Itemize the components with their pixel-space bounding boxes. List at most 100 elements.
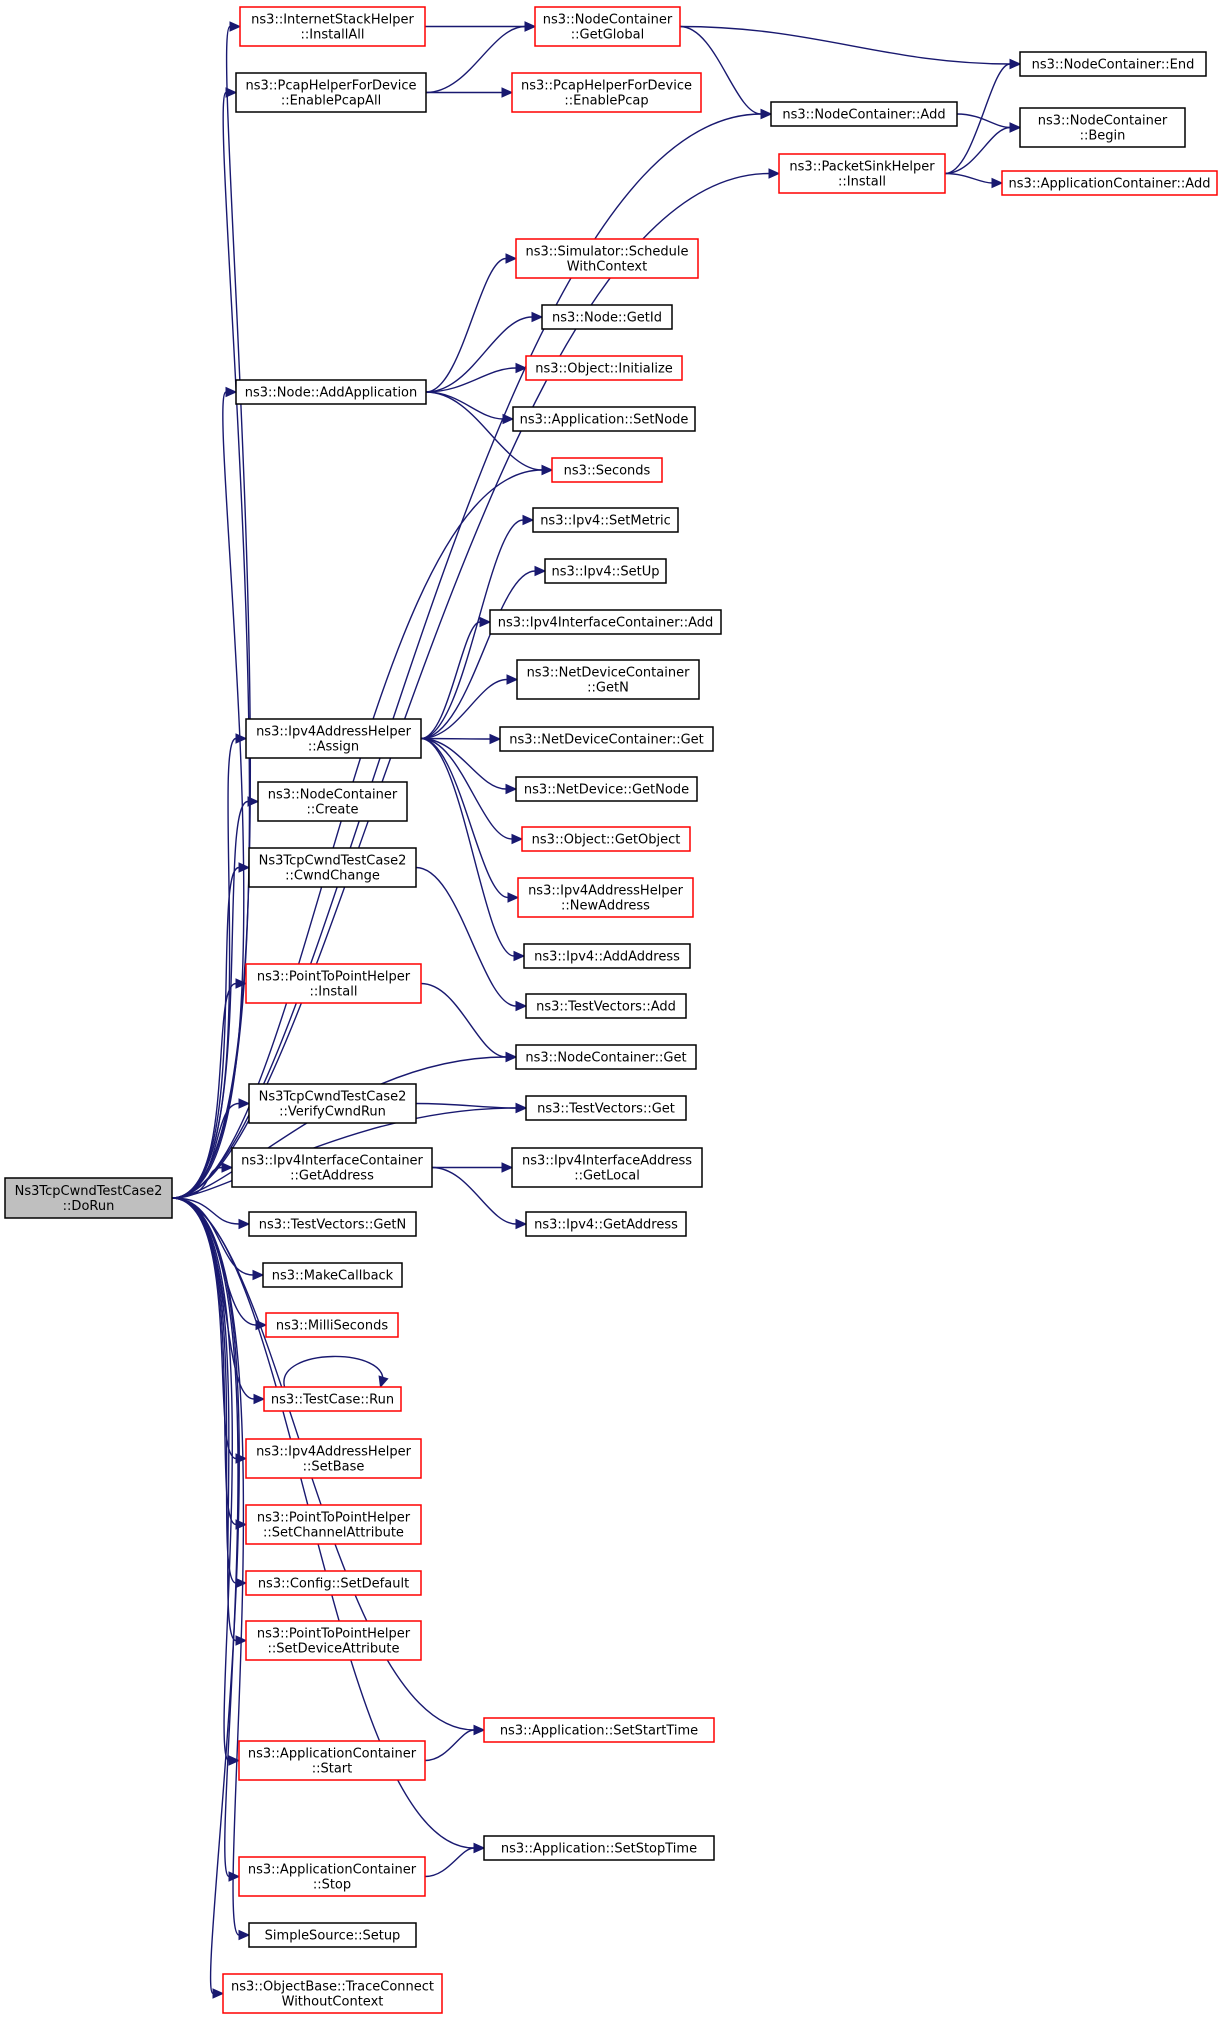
node-label: ns3::Seconds xyxy=(564,464,651,479)
node-psh-install[interactable]: ns3::PacketSinkHelper::Install xyxy=(778,153,946,194)
node-box xyxy=(239,6,426,47)
edge-ipv4ah-assign-to-ipv4-setup xyxy=(420,565,547,740)
node-ipv4ic-getaddr[interactable]: ns3::Ipv4InterfaceContainer::GetAddress xyxy=(231,1147,433,1188)
edge-line xyxy=(425,316,533,393)
node-app-setnode[interactable]: ns3::Application::SetNode xyxy=(512,406,696,432)
node-testcase-run[interactable]: ns3::TestCase::Run xyxy=(263,1386,402,1412)
node-p2p-install[interactable]: ns3::PointToPointHelper::Install xyxy=(245,963,422,1004)
node-label: ns3::Ipv4InterfaceAddress xyxy=(522,1154,692,1169)
edge-line xyxy=(171,1197,233,1762)
node-box xyxy=(1019,107,1186,148)
node-label: ns3::ObjectBase::TraceConnect xyxy=(231,1980,434,1995)
node-appc-stop[interactable]: ns3::ApplicationContainer::Stop xyxy=(238,1856,426,1897)
node-tv-getn[interactable]: ns3::TestVectors::GetN xyxy=(248,1211,417,1237)
node-config-setdefault[interactable]: ns3::Config::SetDefault xyxy=(245,1570,422,1596)
node-nc-begin[interactable]: ns3::NodeContainer::Begin xyxy=(1019,107,1186,148)
node-ipv4ia-getlocal[interactable]: ns3::Ipv4InterfaceAddress::GetLocal xyxy=(511,1147,703,1188)
edge-line xyxy=(420,678,508,740)
node-tv-get[interactable]: ns3::TestVectors::Get xyxy=(525,1095,687,1121)
node-nc-create[interactable]: ns3::NodeContainer::Create xyxy=(257,781,408,822)
node-nc-end[interactable]: ns3::NodeContainer::End xyxy=(1019,51,1207,77)
node-appc-add[interactable]: ns3::ApplicationContainer::Add xyxy=(1001,170,1218,196)
node-ish-installall[interactable]: ns3::InternetStackHelper::InstallAll xyxy=(239,6,426,47)
edge-line xyxy=(171,391,245,1199)
node-trace-connect[interactable]: ns3::ObjectBase::TraceConnectWithoutCont… xyxy=(222,1973,443,2014)
node-obj-getobject[interactable]: ns3::Object::GetObject xyxy=(521,826,691,852)
node-label: ns3::InternetStackHelper xyxy=(251,13,414,28)
node-box xyxy=(489,609,722,635)
edge-pcap-all-to-nc-getglobal xyxy=(425,21,537,94)
node-p2p-setdev[interactable]: ns3::PointToPointHelper::SetDeviceAttrib… xyxy=(245,1620,422,1661)
node-label: ns3::ApplicationContainer::Add xyxy=(1009,177,1211,192)
node-cwnd-change[interactable]: Ns3TcpCwndTestCase2::CwndChange xyxy=(248,847,417,888)
node-milliseconds[interactable]: ns3::MilliSeconds xyxy=(265,1312,399,1338)
edge-arrowhead xyxy=(247,796,260,807)
node-box xyxy=(248,1083,417,1124)
edge-line xyxy=(679,25,762,115)
node-makecallback[interactable]: ns3::MakeCallback xyxy=(262,1262,403,1288)
node-nc-getglobal[interactable]: ns3::NodeContainer::GetGlobal xyxy=(534,6,681,47)
edge-line xyxy=(415,1102,517,1109)
edge-arrowhead xyxy=(501,1162,514,1173)
node-ipv4-setmetric[interactable]: ns3::Ipv4::SetMetric xyxy=(532,507,679,533)
edge-line xyxy=(424,1729,475,1762)
node-node-addapp[interactable]: ns3::Node::AddApplication xyxy=(235,379,427,405)
node-ipv4ah-setbase[interactable]: ns3::Ipv4AddressHelper::SetBase xyxy=(245,1438,422,1479)
edge-line xyxy=(171,172,770,1199)
node-ndc-getn[interactable]: ns3::NetDeviceContainer::GetN xyxy=(516,659,700,700)
edge-arrowhead xyxy=(473,1724,486,1736)
node-ipv4-getaddr[interactable]: ns3::Ipv4::GetAddress xyxy=(525,1211,687,1237)
node-label: WithoutContext xyxy=(282,1995,384,2010)
node-box xyxy=(532,507,679,533)
node-box xyxy=(512,406,696,432)
node-label: ::EnablePcap xyxy=(564,94,648,109)
node-label: ns3::NodeContainer::End xyxy=(1032,58,1195,73)
node-seconds[interactable]: ns3::Seconds xyxy=(551,457,663,483)
node-nc-get[interactable]: ns3::NodeContainer::Get xyxy=(515,1044,697,1070)
edge-arrowhead xyxy=(221,1162,234,1173)
node-ipv4ah-assign[interactable]: ns3::Ipv4AddressHelper::Assign xyxy=(245,718,422,759)
edge-root-to-appc-stop xyxy=(171,1197,241,1882)
node-label: ns3::ApplicationContainer xyxy=(248,1747,417,1762)
node-box xyxy=(483,1717,715,1743)
edge-line xyxy=(171,113,762,1199)
node-label: ns3::PointToPointHelper xyxy=(257,1511,411,1526)
node-simple-setup[interactable]: SimpleSource::Setup xyxy=(248,1922,417,1948)
node-box xyxy=(245,1438,422,1479)
node-app-setstop[interactable]: ns3::Application::SetStopTime xyxy=(483,1835,715,1861)
edge-arrowhead xyxy=(541,464,554,476)
node-pcap[interactable]: ns3::PcapHelperForDevice::EnablePcap xyxy=(511,72,702,113)
node-ndc-get[interactable]: ns3::NetDeviceContainer::Get xyxy=(499,726,714,752)
node-ipv4-addaddr[interactable]: ns3::Ipv4::AddAddress xyxy=(523,943,691,969)
edge-line xyxy=(171,25,252,1199)
node-label: ns3::NodeContainer xyxy=(543,13,673,28)
edge-line xyxy=(420,982,507,1058)
node-ipv4-setup[interactable]: ns3::Ipv4::SetUp xyxy=(544,558,667,584)
node-label: ::Install xyxy=(838,175,886,190)
node-root[interactable]: Ns3TcpCwndTestCase2::DoRun xyxy=(4,1177,173,1219)
edge-root-to-trace-connect xyxy=(171,1197,240,1999)
node-label: ns3::NodeContainer xyxy=(1038,114,1168,129)
node-ipv4ah-newaddr[interactable]: ns3::Ipv4AddressHelper::NewAddress xyxy=(517,877,694,918)
node-label: Ns3TcpCwndTestCase2 xyxy=(259,854,407,869)
node-label: ns3::PcapHelperForDevice xyxy=(521,79,692,94)
node-app-setstart[interactable]: ns3::Application::SetStartTime xyxy=(483,1717,715,1743)
node-nc-add[interactable]: ns3::NodeContainer::Add xyxy=(770,101,958,127)
node-node-getid[interactable]: ns3::Node::GetId xyxy=(541,304,673,330)
node-obj-init[interactable]: ns3::Object::Initialize xyxy=(525,355,683,381)
node-label: ns3::PointToPointHelper xyxy=(257,970,411,985)
node-verify-cwnd[interactable]: Ns3TcpCwndTestCase2::VerifyCwndRun xyxy=(248,1083,417,1124)
node-tv-add[interactable]: ns3::TestVectors::Add xyxy=(525,993,687,1019)
edge-arrowhead xyxy=(531,311,544,323)
node-nd-getnode[interactable]: ns3::NetDevice::GetNode xyxy=(515,776,698,802)
edge-root-to-verify-cwnd xyxy=(171,1098,251,1199)
edge-line xyxy=(944,63,1011,175)
node-ipv4ic-add[interactable]: ns3::Ipv4InterfaceContainer::Add xyxy=(489,609,722,635)
node-pcap-all[interactable]: ns3::PcapHelperForDevice::EnablePcapAll xyxy=(235,72,427,113)
node-p2p-setchan[interactable]: ns3::PointToPointHelper::SetChannelAttri… xyxy=(245,1504,422,1545)
node-appc-start[interactable]: ns3::ApplicationContainer::Start xyxy=(238,1740,426,1781)
node-box xyxy=(248,847,417,888)
node-label: ns3::NodeContainer xyxy=(268,788,398,803)
node-label: ns3::Ipv4AddressHelper xyxy=(256,725,412,740)
